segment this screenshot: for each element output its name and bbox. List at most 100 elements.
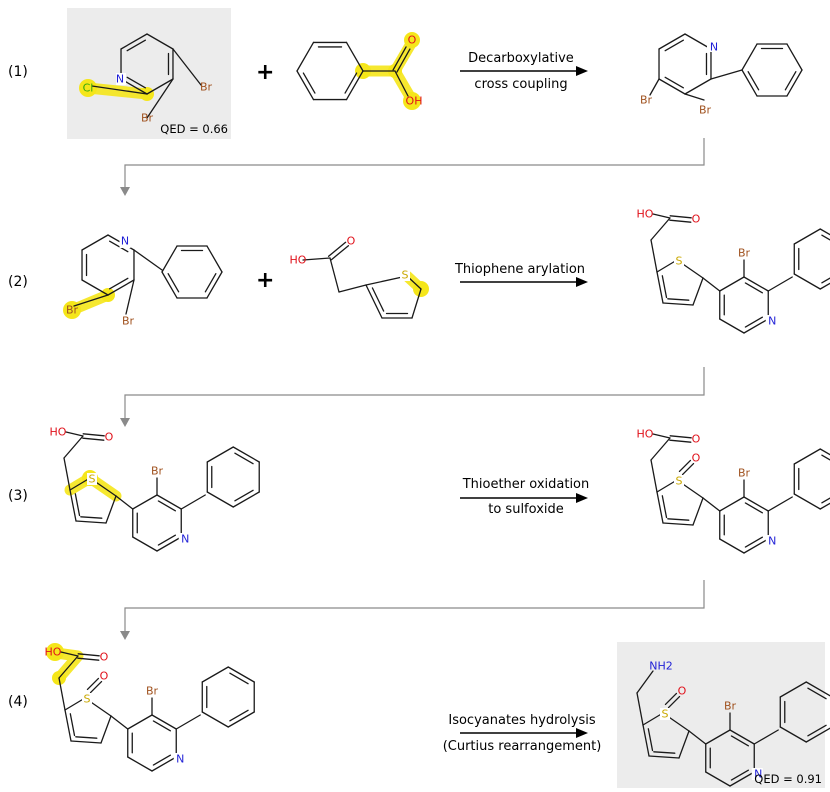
phenyl-bond — [201, 666, 229, 683]
carbonyl-bond — [327, 241, 347, 257]
benzene-bond — [296, 70, 315, 101]
phenyl-bond — [201, 711, 229, 728]
side-chain-bond — [65, 431, 84, 437]
pyridine-bond — [729, 729, 755, 745]
pyridine-bond — [151, 714, 177, 730]
side-chain-bond — [63, 457, 71, 491]
phenyl-bond — [229, 672, 249, 685]
pyridine-bond — [730, 769, 750, 781]
thiophene-bond — [105, 495, 117, 524]
thiophene-bond — [75, 736, 98, 739]
side-chain-bond — [636, 692, 644, 726]
plus-sign-1: + — [256, 60, 274, 85]
atom-o: O — [692, 452, 701, 465]
highlight-atom — [46, 643, 64, 661]
thiophene-bond — [662, 302, 694, 306]
phenyl-bond — [206, 491, 234, 508]
qed-start-score: QED = 0.66 — [160, 122, 228, 136]
label-mask — [765, 535, 777, 547]
phenyl-bond — [793, 493, 821, 510]
phenyl-bond — [821, 277, 830, 284]
phenyl-bond — [227, 666, 255, 683]
reaction-1-line-2: cross coupling — [474, 77, 567, 92]
side-chain-bond — [650, 459, 658, 493]
pyridine-bond — [743, 496, 769, 512]
side-chain-bond — [650, 239, 658, 273]
step-connectors — [124, 138, 705, 634]
step-label-2: (2) — [8, 274, 28, 290]
pyridine-bond — [132, 536, 158, 552]
atom-o: O — [105, 431, 114, 444]
pyridine-bond — [127, 714, 153, 730]
biaryl-bond — [180, 494, 206, 510]
carbonyl-bond — [77, 657, 100, 661]
thiophene-bond — [656, 259, 678, 273]
thiophene-bond — [661, 275, 668, 299]
atom-oh: OH — [406, 95, 423, 108]
atom-br: Br — [151, 465, 164, 478]
pyridine-bond — [664, 76, 685, 89]
thiophene-bond — [69, 477, 91, 491]
connector-arrowhead-2 — [120, 418, 130, 427]
phenyl-bond — [741, 69, 758, 97]
label-mask — [116, 73, 127, 85]
connector-arrowheads — [120, 187, 130, 640]
side-chain-bond — [636, 670, 654, 694]
substituent-bond — [91, 85, 148, 95]
reaction-names: Decarboxylative cross coupling Thiophene… — [443, 51, 602, 754]
phenyl-bond — [779, 681, 807, 698]
atom-br: Br — [141, 112, 154, 125]
highlight-atom — [403, 92, 421, 110]
label-mask — [87, 473, 97, 485]
phenyl-bond — [793, 273, 821, 290]
sulfoxide-bond — [86, 677, 100, 691]
side-chain-bond — [302, 257, 331, 261]
pyridine-bond — [730, 735, 750, 747]
atom-o: O — [692, 213, 701, 226]
reaction-arrowheads — [576, 66, 588, 738]
label-mask — [119, 236, 131, 248]
phenyl-bond — [167, 272, 180, 293]
thiophene-bond — [667, 518, 690, 521]
atom-s: S — [402, 269, 409, 282]
label-mask — [751, 768, 763, 780]
biaryl-bond — [115, 495, 134, 510]
atom-o: O — [678, 685, 687, 698]
thiophene-bond — [69, 489, 77, 522]
reaction-4-line-1: Isocyanates hydrolysis — [448, 713, 595, 728]
biaryl-bond — [753, 729, 779, 745]
carbonyl-bond — [669, 219, 692, 223]
reaction-2-line-1: Thiophene arylation — [454, 262, 585, 277]
phenyl-bond — [234, 452, 254, 465]
pyridine-bond — [684, 33, 712, 50]
carbonyl-bond — [330, 245, 350, 261]
biaryl-bond — [702, 497, 721, 512]
phenyl-bond — [232, 491, 260, 508]
side-chain-bond — [58, 655, 79, 679]
side-chain-bond — [652, 433, 671, 439]
atom-o: O — [408, 34, 417, 47]
reaction-3-line-2: to sulfoxide — [488, 502, 564, 517]
thiophene-bond — [692, 497, 704, 526]
atom-o: O — [692, 433, 701, 446]
thiophene-bond — [642, 724, 650, 757]
phenyl-bond — [786, 43, 803, 71]
final-molecule-box — [617, 642, 825, 788]
carboxyl-bond — [394, 70, 409, 97]
pyridine-bond — [719, 276, 745, 292]
pyridine-bond — [744, 536, 764, 548]
side-chain-bond — [652, 213, 671, 219]
atom-br: Br — [66, 304, 79, 317]
sulfoxide-bond — [678, 459, 692, 473]
biaryl-bond — [710, 69, 743, 80]
phenyl-bond — [779, 726, 807, 743]
phenyl-bond — [793, 228, 821, 245]
thiophene-bond — [678, 730, 690, 759]
thiophene-bond — [80, 516, 103, 519]
benzene-bond — [296, 41, 315, 72]
biaryl-bond — [767, 496, 793, 512]
substituent-bond — [649, 78, 660, 96]
pyridine-bond — [120, 33, 148, 50]
thiophene-bond — [653, 751, 676, 754]
